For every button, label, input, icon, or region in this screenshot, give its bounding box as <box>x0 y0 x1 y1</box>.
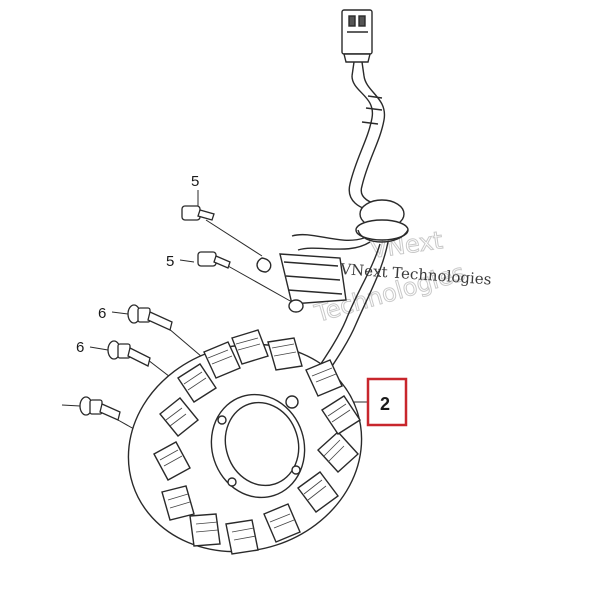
connector-plug-icon <box>341 9 373 77</box>
callout-flange-bolt-6-upper: 6 <box>98 305 106 322</box>
callout-bolt-5-upper: 5 <box>191 173 199 190</box>
callout-flange-bolt-6-lower: 6 <box>76 339 84 356</box>
callout-numbers: 5 5 6 6 <box>76 173 199 356</box>
callout-bolt-5-lower: 5 <box>166 253 174 270</box>
wire-harness <box>291 75 409 401</box>
bolt-5-lower-icon <box>197 251 231 269</box>
pulse-generator-icon <box>256 253 347 313</box>
flange-bolt-lower-icon <box>79 396 121 421</box>
highlighted-callout: 2 <box>366 377 408 427</box>
flange-bolt-6-lower-icon <box>107 340 151 367</box>
flange-bolt-6-upper-icon <box>127 304 173 331</box>
callout-stator-2: 2 <box>380 394 390 414</box>
highlight-box <box>366 377 408 427</box>
bolt-5-upper-icon <box>181 205 215 221</box>
stator-assembly-icon <box>127 329 363 555</box>
